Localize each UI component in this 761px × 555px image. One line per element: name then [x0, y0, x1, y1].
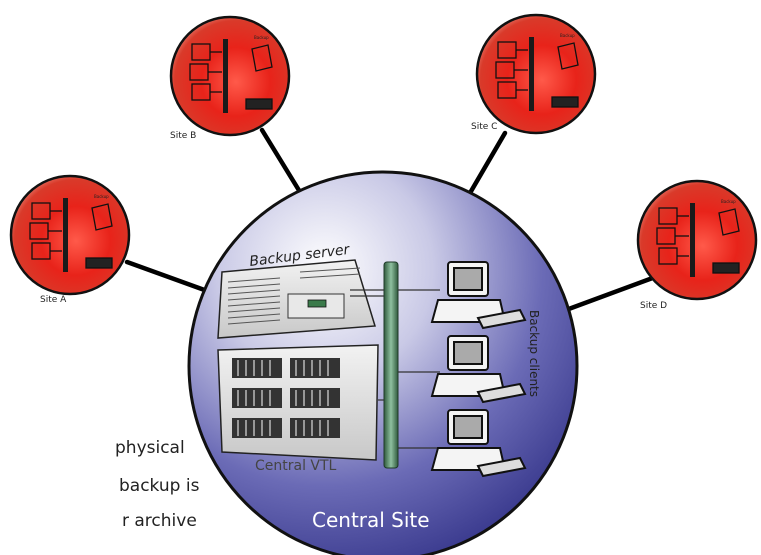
backup-clients-label: Backup clients: [527, 310, 541, 397]
server-status-light: [307, 299, 327, 308]
rail-connections: [350, 289, 440, 449]
link-site-d: [563, 273, 661, 313]
site-b: Backup Site B: [169, 15, 291, 141]
site-a: Backup Site A: [9, 174, 131, 305]
site-d: Backup Site D: [636, 179, 758, 311]
network-rail: [383, 261, 399, 469]
body-text-line-3: r archive: [122, 511, 197, 531]
vtl-label: Central VTL: [255, 458, 337, 474]
site-a-label: Site A: [40, 295, 67, 305]
central-site-title: Central Site: [312, 508, 430, 532]
site-d-circle: [636, 179, 758, 301]
site-d-label: Site D: [640, 301, 667, 311]
central-vtl: Central VTL: [217, 344, 379, 474]
svg-text:Backup: Backup: [721, 199, 736, 204]
link-site-c: [467, 130, 508, 196]
site-a-circle: [9, 174, 131, 296]
backup-client-2: [430, 335, 527, 404]
body-text-line-2: backup is: [119, 476, 200, 496]
svg-text:Backup: Backup: [94, 194, 109, 199]
backup-server: Backup server: [217, 242, 376, 339]
central-site: Backup server: [187, 170, 579, 555]
network-links: [124, 127, 661, 313]
link-site-a: [124, 259, 213, 295]
backup-client-1: [430, 261, 527, 330]
site-b-circle: [169, 15, 291, 137]
svg-text:Backup: Backup: [560, 33, 575, 38]
site-c: Backup Site C: [471, 13, 597, 135]
site-c-circle: [475, 13, 597, 135]
link-site-b: [259, 127, 303, 195]
body-text-line-1: physical: [115, 438, 185, 458]
site-c-label: Site C: [471, 122, 497, 132]
site-b-label: Site B: [170, 131, 196, 141]
svg-text:Backup: Backup: [254, 35, 269, 40]
backup-client-3: [430, 409, 527, 478]
